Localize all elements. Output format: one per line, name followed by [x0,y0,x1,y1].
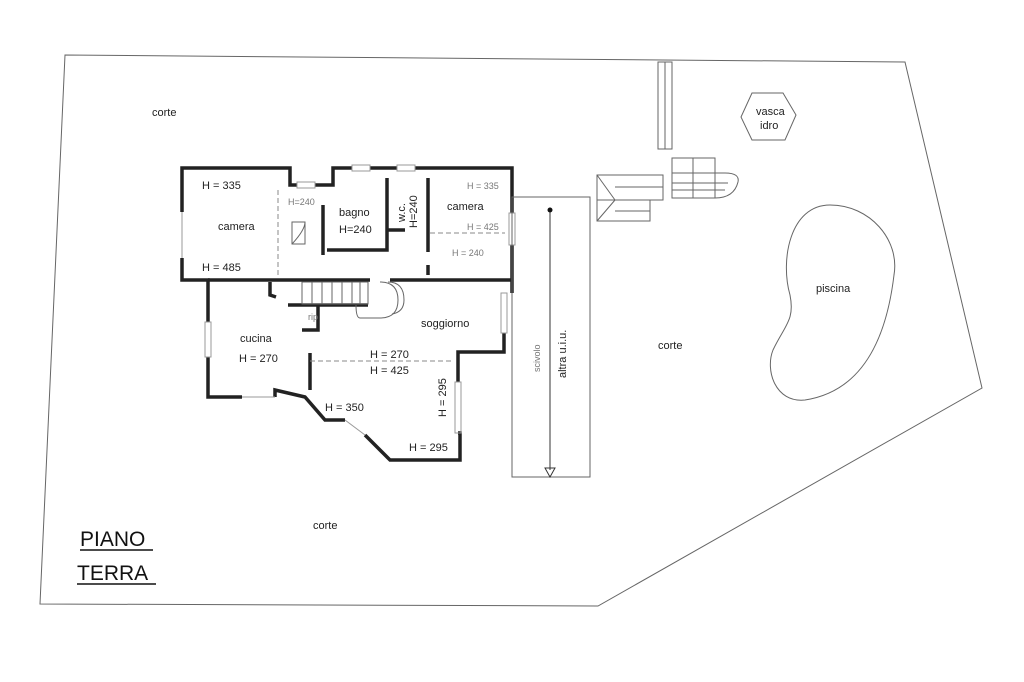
label-corte-right: corte [658,340,682,352]
label-h: H = 350 [325,402,364,414]
label-bagno: bagno [339,207,370,219]
label-soggiorno: soggiorno [421,318,469,330]
label-h: H = 425 [370,365,409,377]
label-corte-bottom: corte [313,520,337,532]
lot-boundary [39,54,983,607]
label-scivolo: scivolo [532,344,542,372]
house-walls [180,166,514,462]
label-camera-left: camera [218,221,256,233]
label-h: H = 270 [239,353,278,365]
label-vasca: vasca [756,106,786,118]
label-h: H = 295 [409,442,448,454]
title-piano: PIANO [80,528,145,551]
label-h: H=240 [288,197,315,207]
label-camera-right: camera [447,201,485,213]
label-h: H = 485 [202,262,241,274]
label-h: H = 240 [452,248,484,258]
pool [769,204,896,401]
ramp [511,196,591,478]
label-corte-top: corte [152,107,176,119]
label-h: H=240 [339,224,372,236]
label-piscina: piscina [816,283,851,295]
title-terra: TERRA [77,562,148,585]
label-wc: w.c. [396,203,408,223]
label-rip: rip [308,312,318,322]
internal-stairs [291,221,405,319]
label-cucina: cucina [240,333,273,345]
hot-tub [740,92,797,141]
label-h: H = 270 [370,349,409,361]
label-idro: idro [760,120,778,132]
label-altra-uiu: altra u.i.u. [557,330,569,378]
label-h: H = 335 [467,181,499,191]
label-h: H = 295 [437,378,449,417]
label-h: H = 335 [202,180,241,192]
label-h: H=240 [408,195,420,228]
external-stairs [596,61,739,222]
label-h: H = 425 [467,222,499,232]
